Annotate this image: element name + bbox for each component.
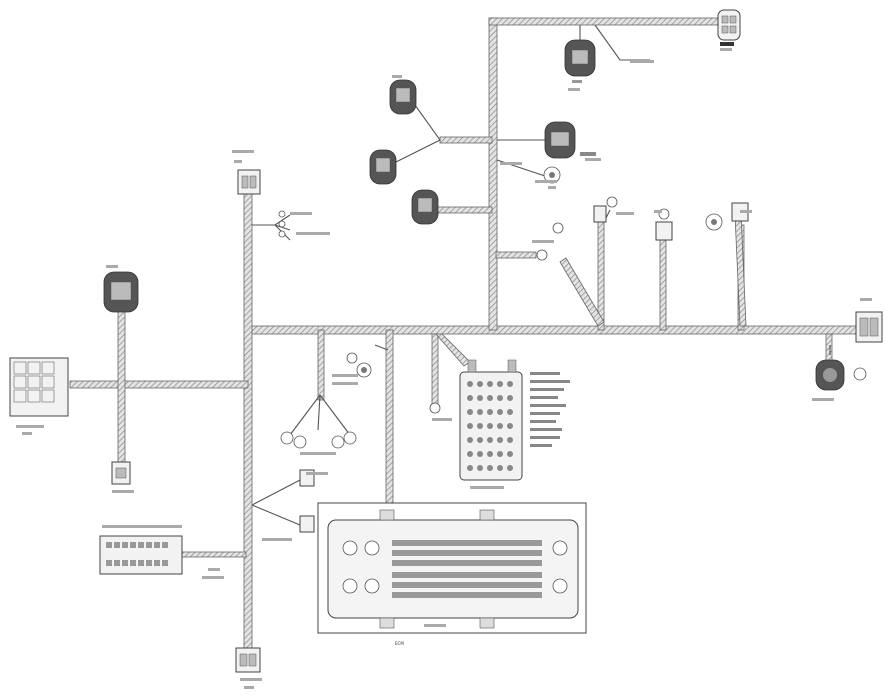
sensor-top-middle <box>564 39 596 83</box>
connector-small-ecm-side <box>429 402 441 414</box>
ecm-label: ECM <box>395 641 404 646</box>
sensor-right-lower <box>815 359 867 391</box>
connector-fan-left <box>278 210 286 238</box>
connector-right-small-2 <box>655 208 673 241</box>
connector-left-lower <box>111 461 131 485</box>
sensor-upper-left-1 <box>389 79 417 115</box>
connector-right-end <box>855 311 883 343</box>
sensor-upper-left-3 <box>411 189 439 225</box>
connector-left-trunk-top <box>237 169 261 195</box>
illegible-labels <box>16 48 872 689</box>
sensor-upper-left-2 <box>369 149 397 185</box>
connector-top-right <box>717 9 741 46</box>
connector-lower-left-pair <box>299 469 315 533</box>
connector-left-trunk-bottom <box>235 647 261 673</box>
sensor-middle-top <box>544 121 596 159</box>
ecm-pinout <box>459 359 523 481</box>
ecm-unit <box>317 502 587 634</box>
connector-mid-small <box>536 222 564 261</box>
sensor-round-lower-1 <box>280 431 357 449</box>
sensor-left <box>103 271 139 313</box>
pinout-legend <box>530 372 570 447</box>
connector-right-small-1 <box>593 196 618 223</box>
main-harness <box>69 17 859 649</box>
sensor-round-upper-mid <box>346 352 372 378</box>
connector-diagnostic <box>99 535 183 575</box>
fuse-block-left <box>9 357 69 417</box>
